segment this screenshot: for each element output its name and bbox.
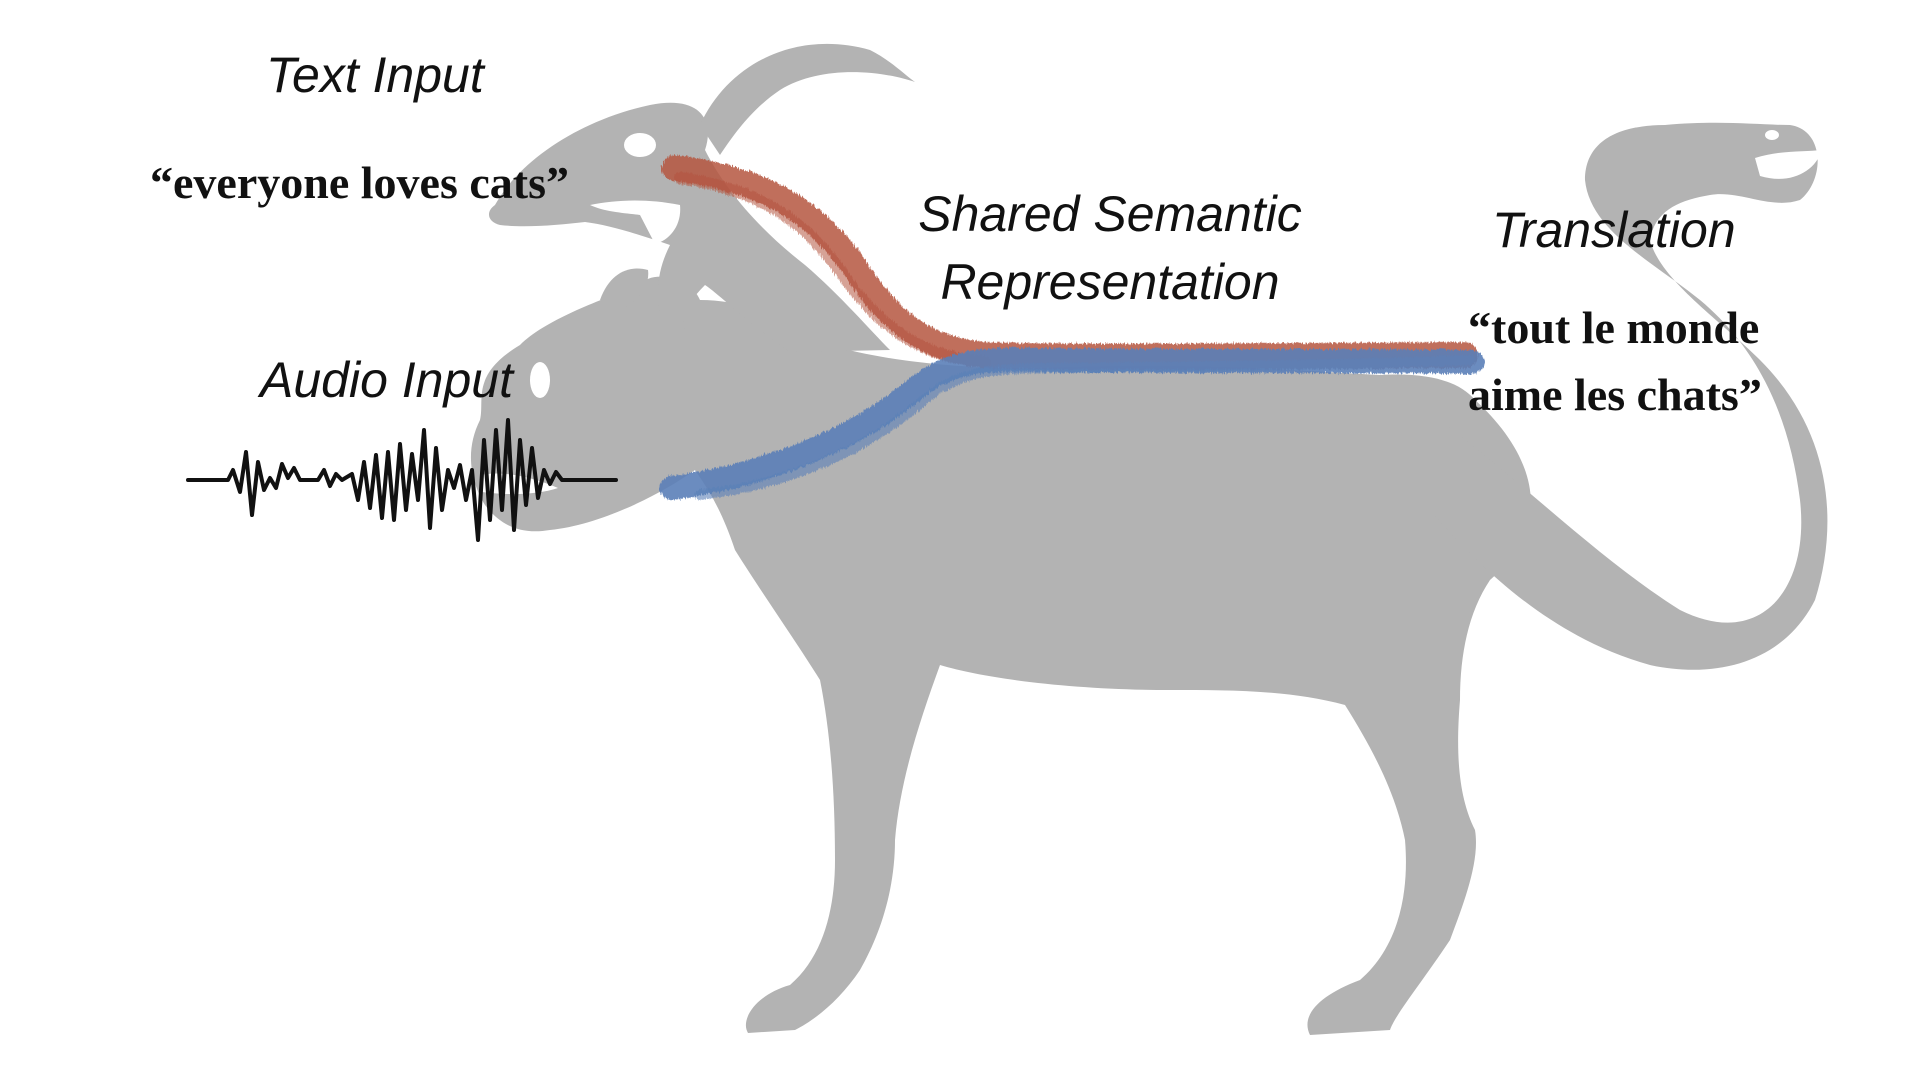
snake-eye: [1765, 130, 1779, 140]
cat-body-shape: [470, 276, 1531, 1035]
snake-mouth-gap: [1755, 150, 1822, 179]
representation-streams: [660, 155, 1484, 500]
audio-input-title: Audio Input: [260, 352, 513, 408]
text-input-title: Text Input: [266, 47, 484, 103]
cat-eye: [530, 362, 550, 398]
shared-representation-label: Shared Semantic Representation: [880, 180, 1340, 316]
translation-line1: “tout le monde: [1468, 302, 1760, 353]
goat-eye: [624, 133, 656, 157]
goat-head-shape: [488, 102, 890, 352]
goat-mouth-gap: [590, 200, 681, 244]
translation-line2: aime les chats”: [1468, 369, 1762, 420]
text-input-quote: “everyone loves cats”: [150, 157, 569, 208]
text-stream-path-b: [674, 172, 991, 368]
translation-title: Translation: [1492, 202, 1736, 258]
goat-horn-shape: [700, 43, 915, 155]
cat-ear-shape: [600, 268, 649, 310]
audio-stream-path-b: [695, 355, 1475, 500]
shared-label-line2: Representation: [940, 254, 1280, 310]
snake-tail-shape: [1430, 122, 1828, 670]
audio-waveform-icon: [186, 418, 618, 542]
shared-label-line1: Shared Semantic: [918, 186, 1302, 242]
